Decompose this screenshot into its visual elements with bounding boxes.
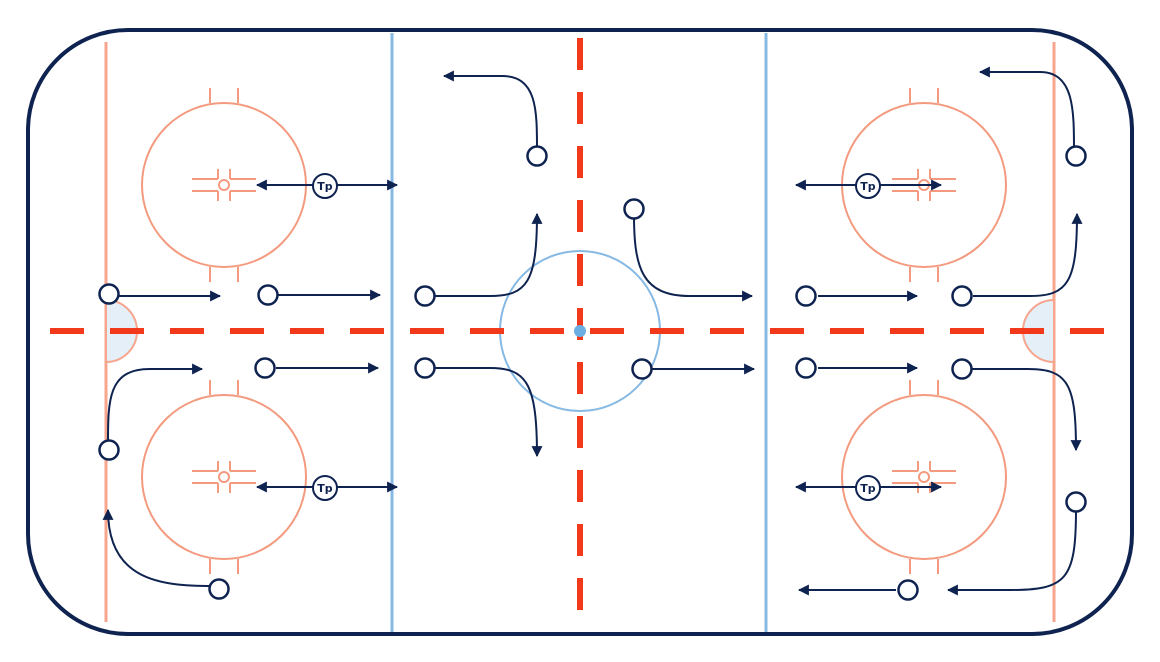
- player-circle-icon: [1065, 145, 1087, 167]
- movement-arrow: [973, 212, 1083, 297]
- faceoff-dot: [218, 471, 230, 483]
- faceoff-circle-ring: [841, 394, 1007, 560]
- player-circle-icon: [257, 284, 279, 306]
- movement-arrow: [978, 66, 1075, 152]
- faceoff-circle-ring: [141, 394, 307, 560]
- player-circle-icon: [1065, 491, 1087, 513]
- faceoff-circle-2: [141, 380, 307, 574]
- tp-marker-icon: Tp: [855, 475, 881, 501]
- movement-arrow: [102, 508, 213, 587]
- player-circle-icon: [631, 358, 653, 380]
- tp-marker-label: Tp: [860, 180, 876, 193]
- tp-marker-label: Tp: [317, 482, 333, 495]
- movement-arrow: [434, 212, 543, 297]
- movement-arrow: [946, 509, 1077, 596]
- player-circle-icon: [795, 285, 817, 307]
- center-faceoff-dot: [574, 325, 586, 337]
- player-circle-icon: [623, 198, 645, 220]
- faceoff-dot: [218, 179, 230, 191]
- player-circle-icon: [414, 285, 436, 307]
- tp-marker-icon: Tp: [855, 173, 881, 199]
- faceoff-dot-marks: [192, 169, 256, 201]
- movement-arrow: [633, 214, 754, 302]
- player-circle-icon: [951, 358, 973, 380]
- movement-arrow: [107, 363, 204, 445]
- player-circle-icon: [795, 357, 817, 379]
- tp-marker-icon: Tp: [312, 173, 338, 199]
- faceoff-dot: [918, 471, 930, 483]
- movement-arrows: [102, 66, 1083, 596]
- player-circle-icon: [98, 439, 120, 461]
- player-circle-icon: [526, 145, 548, 167]
- players: [98, 145, 1087, 601]
- tp-marker-label: Tp: [317, 180, 333, 193]
- movement-arrow: [442, 70, 538, 151]
- player-circle-icon: [208, 578, 230, 600]
- faceoff-circles: [141, 88, 1007, 574]
- player-circle-icon: [897, 579, 919, 601]
- movement-arrow: [968, 368, 1082, 452]
- player-circle-icon: [414, 357, 436, 379]
- player-circle-icon: [254, 357, 276, 379]
- tp-marker-icon: Tp: [312, 475, 338, 501]
- faceoff-dot-marks: [892, 169, 956, 201]
- faceoff-dot-marks: [192, 461, 256, 493]
- movement-arrow: [434, 367, 543, 458]
- player-circle-icon: [98, 283, 120, 305]
- player-circle-icon: [951, 285, 973, 307]
- tp-marker-label: Tp: [860, 482, 876, 495]
